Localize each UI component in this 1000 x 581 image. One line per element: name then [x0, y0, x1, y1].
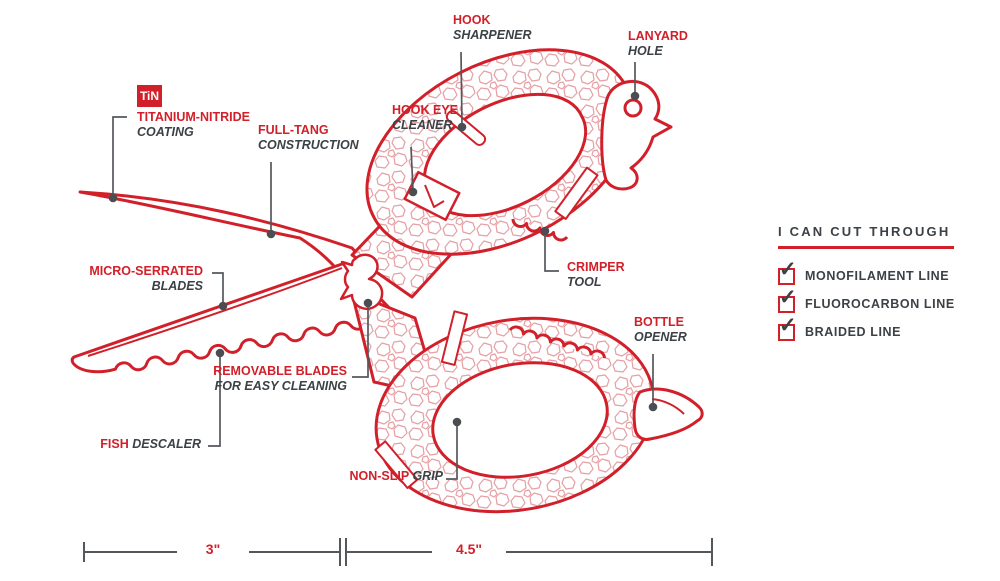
- label-title: TITANIUM-NITRIDE: [137, 110, 250, 124]
- panel-underline: [778, 246, 954, 249]
- cut-through-panel: I CAN CUT THROUGH ✓ MONOFILAMENT LINE ✓ …: [778, 224, 988, 346]
- label-sub: BLADES: [151, 279, 203, 293]
- tin-badge: TiN: [137, 85, 162, 107]
- label-crimper-tool: CRIMPER TOOL: [567, 260, 625, 290]
- cut-item-label: FLUOROCARBON LINE: [805, 297, 955, 311]
- label-sub: GRIP: [412, 469, 443, 483]
- label-title: BOTTLE: [634, 315, 684, 329]
- label-title: MICRO-SERRATED: [89, 264, 203, 278]
- label-bottle-opener: BOTTLE OPENER: [634, 315, 687, 345]
- dimension-handle-length: 4.5": [455, 541, 483, 557]
- dimension-lines: [83, 538, 713, 566]
- label-title: FISH: [100, 437, 129, 451]
- label-title: CRIMPER: [567, 260, 625, 274]
- label-sub: FOR EASY CLEANING: [214, 379, 347, 393]
- bottle-opener: [632, 387, 704, 441]
- check-icon: ✓: [779, 257, 797, 281]
- handle-divider: [554, 166, 599, 220]
- label-sub: DESCALER: [132, 437, 201, 451]
- leader-lines: [112, 51, 654, 480]
- cut-item-label: MONOFILAMENT LINE: [805, 269, 950, 283]
- lanyard-hole: [600, 80, 673, 191]
- panel-title: I CAN CUT THROUGH: [778, 224, 951, 239]
- label-sub: SHARPENER: [453, 28, 532, 42]
- label-full-tang: FULL-TANG CONSTRUCTION: [258, 123, 359, 153]
- label-sub: TOOL: [567, 275, 602, 289]
- label-sub: OPENER: [634, 330, 687, 344]
- dimension-blade-length: 3": [205, 541, 221, 557]
- label-title: NON-SLIP: [349, 469, 409, 483]
- leader-anchor-dots: [108, 91, 658, 427]
- check-icon: ✓: [779, 285, 797, 309]
- label-sub: HOLE: [628, 44, 663, 58]
- label-title: HOOK: [453, 13, 491, 27]
- label-titanium-nitride: TiN TITANIUM-NITRIDE COATING: [137, 85, 250, 140]
- checkbox-checked: ✓: [778, 315, 797, 341]
- cut-item-fluorocarbon: ✓ FLUOROCARBON LINE: [778, 287, 988, 318]
- cut-item-braided: ✓ BRAIDED LINE: [778, 315, 988, 346]
- cut-item-monofilament: ✓ MONOFILAMENT LINE: [778, 259, 988, 290]
- label-fish-descaler: FISH DESCALER: [90, 437, 201, 452]
- cut-item-label: BRAIDED LINE: [805, 325, 902, 339]
- handle-divider: [374, 440, 419, 490]
- label-sub: CLEANER: [392, 118, 453, 132]
- crimper-ridges: [511, 218, 569, 242]
- label-micro-serrated: MICRO-SERRATED BLADES: [80, 264, 203, 294]
- label-hook-eye-cleaner: HOOK EYE CLEANER: [392, 103, 458, 133]
- handle-divider: [440, 310, 469, 366]
- label-removable-blades: REMOVABLE BLADES FOR EASY CLEANING: [200, 364, 347, 394]
- label-title: REMOVABLE BLADES: [213, 364, 347, 378]
- label-title: FULL-TANG: [258, 123, 329, 137]
- label-hook-sharpener: HOOK SHARPENER: [453, 13, 532, 43]
- grip-ridges: [508, 325, 606, 359]
- label-sub: CONSTRUCTION: [258, 138, 359, 152]
- label-sub: COATING: [137, 125, 194, 139]
- blade-bevel-line: [87, 267, 343, 357]
- checkbox-checked: ✓: [778, 287, 797, 313]
- hook-eye-cleaner: [403, 170, 461, 222]
- label-non-slip-grip: NON-SLIP GRIP: [330, 469, 443, 484]
- label-title: LANYARD: [628, 29, 688, 43]
- check-icon: ✓: [779, 313, 797, 337]
- checkbox-checked: ✓: [778, 259, 797, 285]
- label-title: HOOK EYE: [392, 103, 458, 117]
- label-lanyard-hole: LANYARD HOLE: [628, 29, 688, 59]
